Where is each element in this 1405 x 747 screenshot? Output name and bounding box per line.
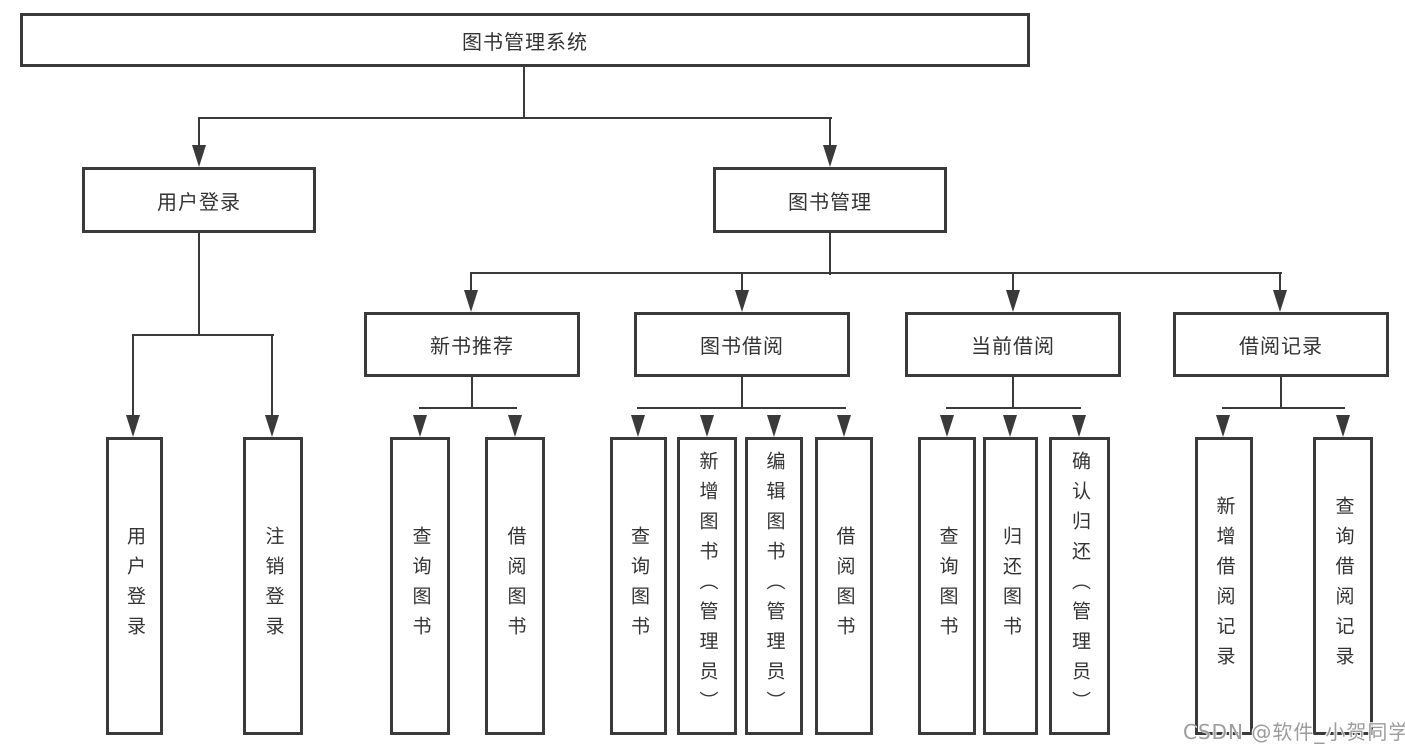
connector-shaft: [1279, 272, 1281, 294]
connector-split-hline: [419, 407, 517, 409]
node-current-borrow: 当前借阅: [905, 312, 1121, 377]
arrowhead-leaf: [767, 415, 781, 437]
connector-level1-hline: [198, 117, 832, 119]
node-label: 新书推荐: [430, 334, 514, 358]
leaf-br-add-record: 新增借阅记录: [1195, 437, 1253, 735]
connector-stem: [1012, 375, 1014, 409]
node-book-mgmt: 图书管理: [713, 167, 947, 233]
leaf-label: 查询借阅记录: [1332, 496, 1355, 676]
leaf-cb-confirm-return-admin: 确认归还（管理员）: [1049, 437, 1110, 735]
connector-shaft: [470, 272, 472, 294]
arrowhead-leaf: [631, 415, 645, 437]
arrowhead-borrow-records: [1273, 290, 1287, 312]
connector-level3-hline: [470, 272, 1282, 274]
arrowhead-user-login: [192, 145, 206, 167]
arrowhead-leaf: [413, 415, 427, 437]
leaf-label: 注销登录: [262, 526, 285, 646]
arrowhead-leaf: [265, 415, 279, 437]
csdn-watermark: CSDN @软件_小贺同学: [1183, 720, 1405, 744]
arrowhead-current-borrow: [1006, 290, 1020, 312]
arrowhead-book-borrow: [735, 290, 749, 312]
leaf-nb-query-books: 查询图书: [390, 437, 450, 735]
arrowhead-leaf: [837, 415, 851, 437]
leaf-label: 查询图书: [628, 526, 650, 646]
arrowhead-leaf: [700, 415, 714, 437]
connector-mgmt-stem: [829, 231, 831, 275]
arrowhead-leaf: [940, 415, 954, 437]
leaf-label: 借阅图书: [833, 526, 856, 646]
arrowhead-leaf: [1003, 415, 1017, 437]
leaf-nb-borrow-books: 借阅图书: [485, 437, 545, 735]
leaf-logout: 注销登录: [243, 437, 303, 735]
connector-stem: [471, 375, 473, 409]
connector-split-hline: [1222, 407, 1345, 409]
leaf-label: 借阅图书: [504, 526, 527, 646]
connector-shaft: [198, 117, 200, 149]
leaf-label: 编辑图书（管理员）: [763, 451, 786, 721]
connector-stem: [741, 375, 743, 409]
connector-login-stem: [198, 231, 200, 336]
arrowhead-leaf: [126, 415, 140, 437]
node-label: 用户登录: [157, 189, 241, 214]
arrowhead-leaf: [508, 415, 522, 437]
connector-split-hline: [637, 407, 846, 409]
connector-shaft: [1012, 272, 1014, 294]
node-root-label: 图书管理系统: [462, 29, 588, 54]
node-book-borrow: 图书借阅: [634, 312, 850, 377]
node-label: 当前借阅: [971, 334, 1055, 358]
leaf-label: 新增图书（管理员）: [696, 451, 719, 721]
node-new-book-recommend: 新书推荐: [364, 312, 580, 377]
connector-shaft: [829, 117, 831, 149]
leaf-label: 用户登录: [124, 526, 146, 646]
arrowhead-book-mgmt: [823, 145, 837, 167]
node-label: 图书管理: [788, 189, 872, 214]
leaf-label: 查询图书: [936, 526, 959, 646]
leaf-cb-query-books: 查询图书: [918, 437, 976, 735]
leaf-user-login: 用户登录: [106, 437, 163, 735]
leaf-bb-borrow-books: 借阅图书: [815, 437, 873, 735]
leaf-label: 新增借阅记录: [1213, 496, 1236, 676]
connector-shaft: [132, 334, 134, 418]
connector-root-stem: [523, 67, 525, 119]
connector-shaft: [741, 272, 743, 294]
leaf-br-query-record: 查询借阅记录: [1313, 437, 1373, 735]
connector-stem: [1280, 375, 1282, 409]
arrowhead-new-book: [464, 290, 478, 312]
leaf-bb-add-books-admin: 新增图书（管理员）: [677, 437, 737, 735]
leaf-label: 归还图书: [1000, 526, 1022, 646]
connector-login-hline: [132, 334, 274, 336]
node-label: 图书借阅: [700, 334, 784, 358]
arrowhead-leaf: [1216, 415, 1230, 437]
leaf-label: 确认归还（管理员）: [1069, 451, 1091, 721]
connector-split-hline: [946, 407, 1081, 409]
node-borrow-records: 借阅记录: [1173, 312, 1389, 377]
node-root: 图书管理系统: [20, 13, 1030, 67]
leaf-bb-edit-books-admin: 编辑图书（管理员）: [745, 437, 803, 735]
leaf-label: 查询图书: [409, 526, 432, 646]
arrowhead-leaf: [1072, 415, 1086, 437]
node-label: 借阅记录: [1239, 334, 1323, 358]
leaf-cb-return-books: 归还图书: [983, 437, 1038, 735]
node-user-login: 用户登录: [82, 167, 316, 233]
connector-shaft: [271, 334, 273, 418]
leaf-bb-query-books: 查询图书: [610, 437, 667, 735]
arrowhead-leaf: [1336, 415, 1350, 437]
